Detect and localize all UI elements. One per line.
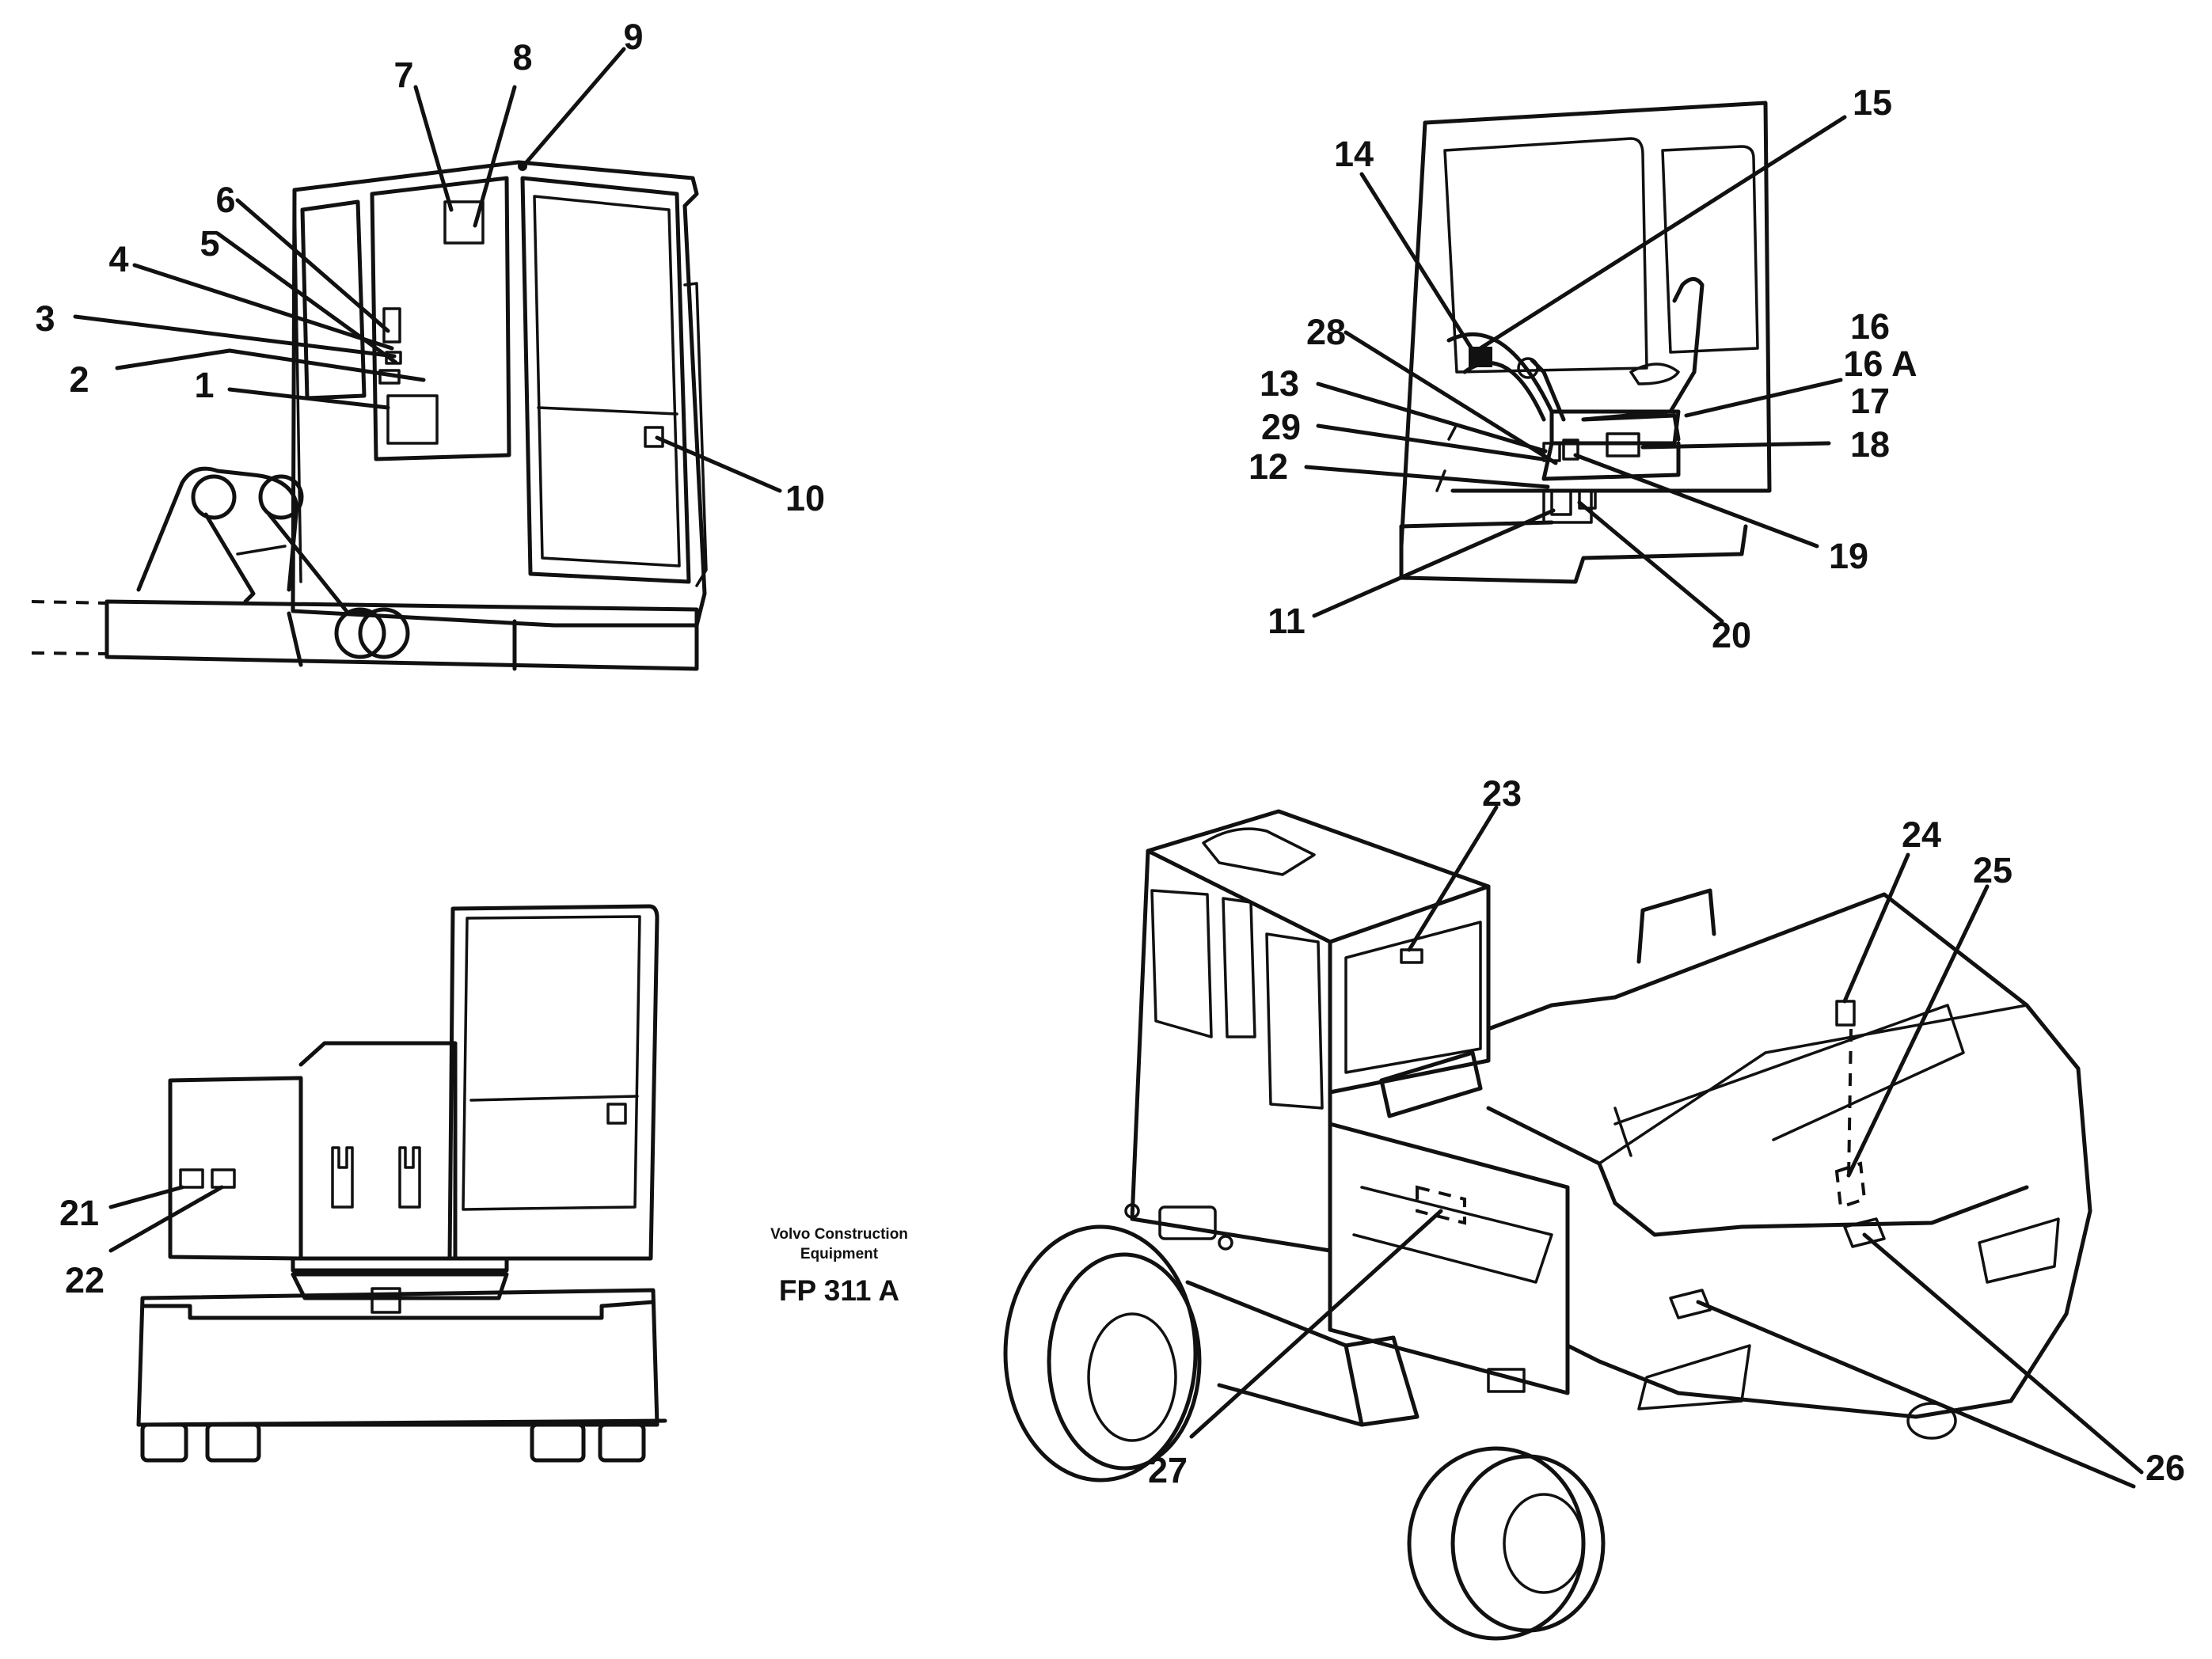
callout-29: 29 — [1261, 407, 1301, 447]
callout-14: 14 — [1334, 134, 1374, 174]
callout-3: 3 — [35, 298, 55, 339]
callout-12: 12 — [1249, 446, 1288, 487]
callout-15: 15 — [1853, 82, 1892, 123]
callout-26: 26 — [2145, 1448, 2185, 1488]
figure-caption: Volvo Construction Equipment FP 311 A — [770, 1226, 908, 1307]
callout-22: 22 — [65, 1260, 105, 1300]
callout-16: 16 — [1850, 306, 1890, 347]
callout-23: 23 — [1482, 773, 1522, 814]
leader-lines — [73, 47, 2144, 1489]
callout-5: 5 — [200, 223, 219, 264]
caption-company-line1: Volvo Construction — [770, 1226, 908, 1243]
callout-labels: 1 2 3 4 5 6 7 8 9 10 11 12 13 14 15 16 1… — [35, 17, 2185, 1490]
callout-19: 19 — [1829, 536, 1868, 576]
callout-16a: 16 A — [1843, 344, 1917, 384]
caption-company-line2: Equipment — [800, 1246, 879, 1262]
machine-perspective-view — [1003, 809, 2092, 1641]
callout-4: 4 — [108, 239, 128, 279]
callout-8: 8 — [512, 37, 532, 78]
callout-11: 11 — [1268, 601, 1306, 641]
callout-28: 28 — [1306, 312, 1346, 352]
machine-side-view — [136, 904, 667, 1463]
cab-side-view — [31, 160, 708, 671]
caption-figure-code: FP 311 A — [779, 1274, 899, 1307]
callout-21: 21 — [59, 1193, 99, 1233]
callout-2: 2 — [69, 359, 89, 400]
callout-10: 10 — [785, 478, 825, 518]
callout-13: 13 — [1260, 363, 1299, 404]
callout-6: 6 — [215, 180, 235, 220]
callout-25: 25 — [1973, 850, 2012, 890]
callout-24: 24 — [1902, 814, 1941, 855]
callout-17: 17 — [1850, 381, 1890, 421]
callout-27: 27 — [1148, 1450, 1188, 1490]
callout-20: 20 — [1712, 615, 1751, 655]
callout-9: 9 — [623, 17, 643, 57]
callout-7: 7 — [393, 55, 413, 95]
callout-18: 18 — [1850, 424, 1890, 465]
callout-1: 1 — [194, 365, 214, 405]
